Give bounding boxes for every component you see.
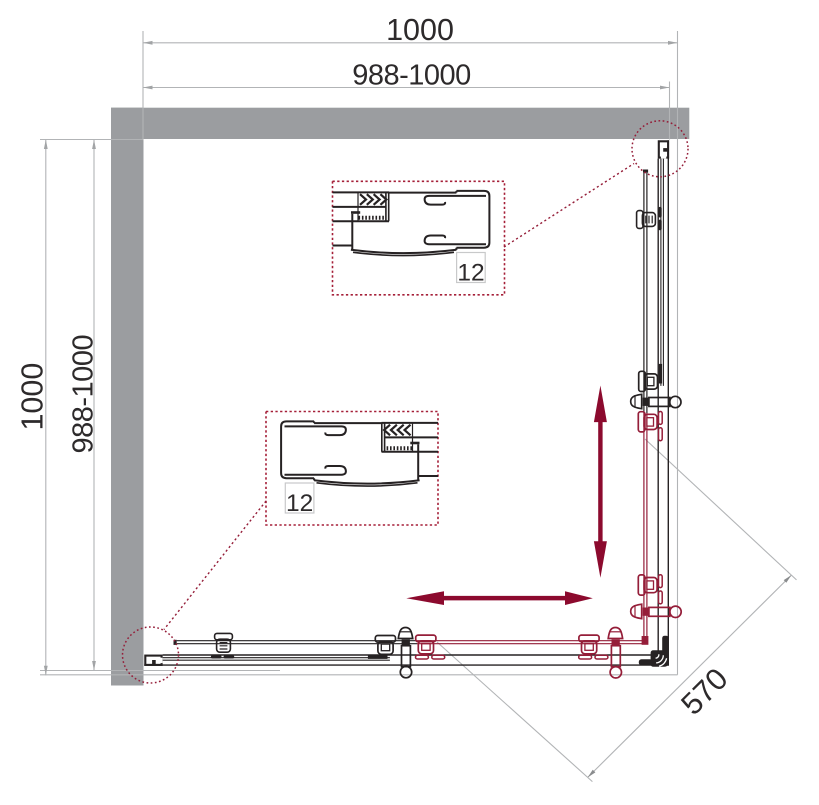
svg-text:988-1000: 988-1000 xyxy=(352,60,471,92)
svg-text:1000: 1000 xyxy=(16,363,50,431)
svg-text:12: 12 xyxy=(457,260,484,287)
svg-text:988-1000: 988-1000 xyxy=(67,335,99,454)
svg-text:570: 570 xyxy=(675,662,735,722)
svg-text:12: 12 xyxy=(286,490,313,517)
svg-text:1000: 1000 xyxy=(386,13,454,47)
